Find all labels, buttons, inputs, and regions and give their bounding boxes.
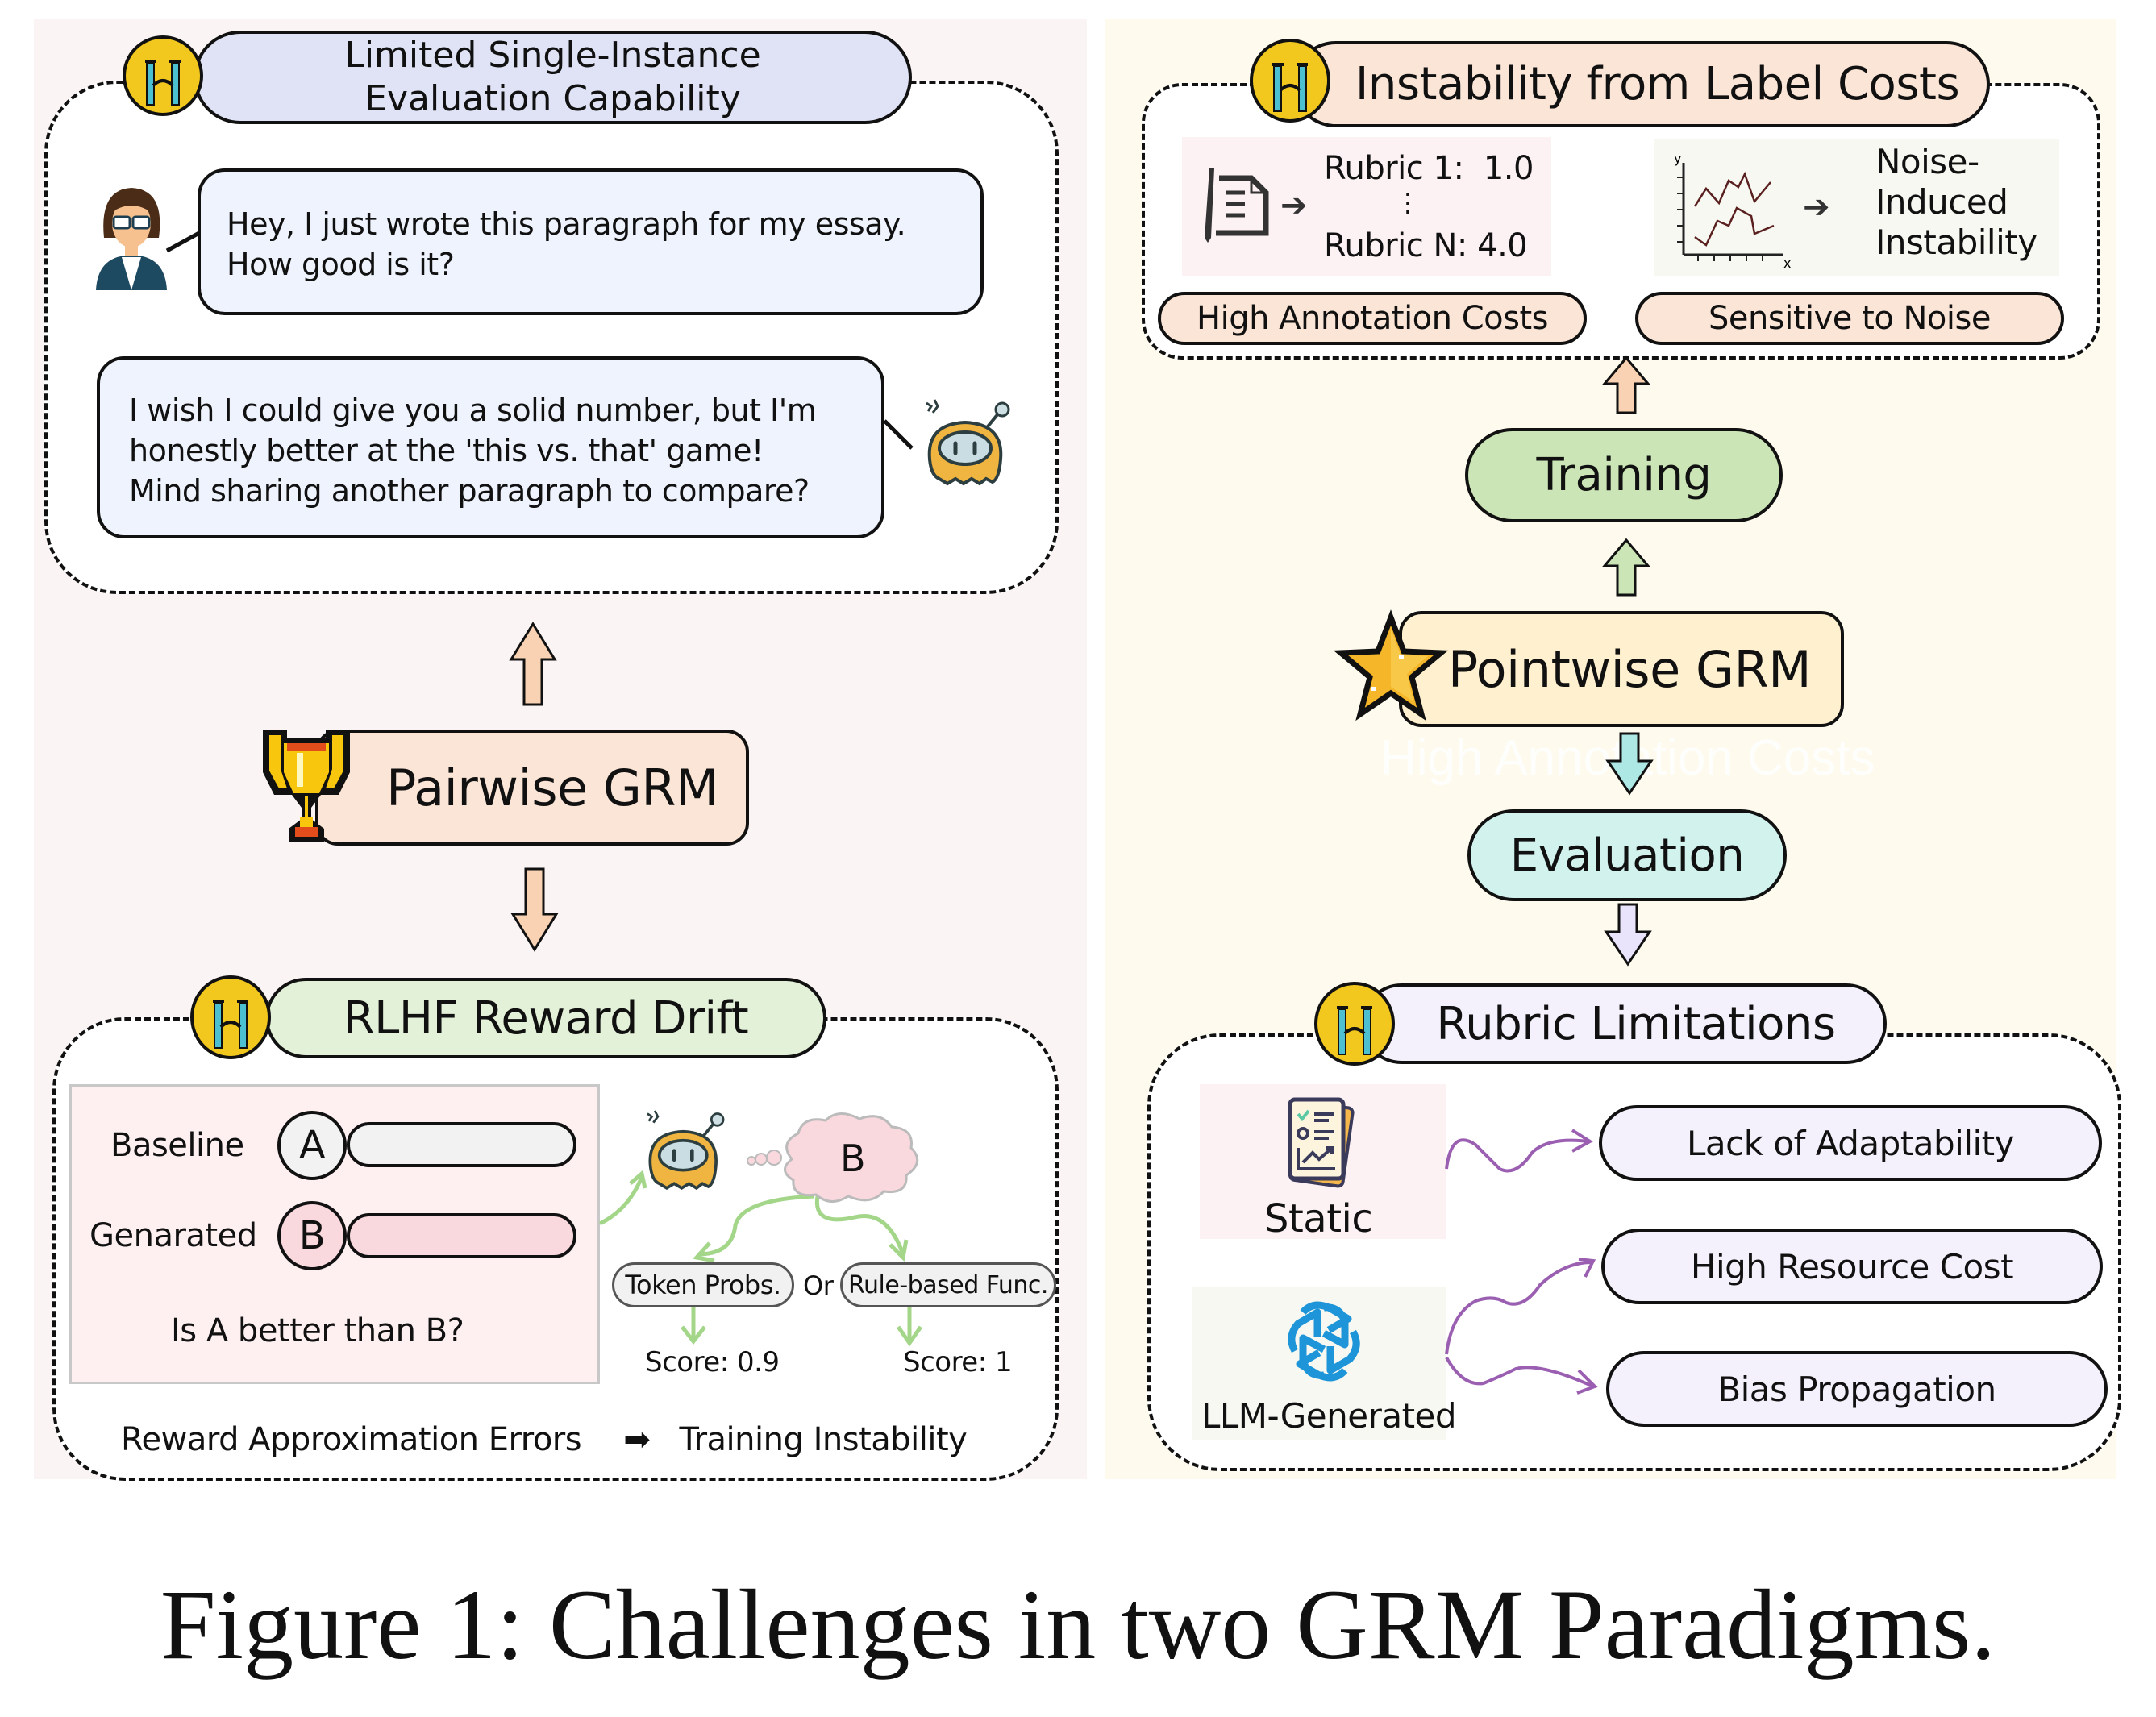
pointwise-grm-box: Pointwise GRM bbox=[1399, 611, 1844, 727]
reward-drift-footer: Reward Approximation Errors ➡ Training I… bbox=[121, 1421, 968, 1458]
noise-line-1: Noise- bbox=[1875, 142, 1979, 181]
generated-letter: B bbox=[298, 1213, 326, 1258]
noise-line-2: Induced bbox=[1875, 182, 2008, 222]
crying-face-icon bbox=[190, 975, 271, 1059]
high-annotation-costs-label: High Annotation Costs bbox=[1197, 300, 1548, 337]
rubric-scores-card bbox=[1182, 137, 1551, 276]
crying-face-icon bbox=[1250, 39, 1330, 123]
down-arrow-lavender-icon bbox=[1604, 903, 1652, 967]
bot-message-line-2: honestly better at the 'this vs. that' g… bbox=[129, 433, 764, 468]
rubric-n-score: Rubric N: 4.0 bbox=[1324, 227, 1528, 264]
document-pen-icon bbox=[1205, 168, 1269, 243]
training-node: Training bbox=[1465, 428, 1783, 522]
bot-message-line-1: I wish I could give you a solid number, … bbox=[129, 393, 817, 428]
score-rule-based: Score: 1 bbox=[903, 1346, 1013, 1378]
reward-drift-title-pill: RLHF Reward Drift bbox=[265, 978, 826, 1058]
checklist-report-icon bbox=[1288, 1097, 1355, 1188]
pairwise-grm-label: Pairwise GRM bbox=[385, 758, 719, 817]
rubric-1-score: Rubric 1: 1.0 bbox=[1324, 150, 1534, 187]
sensitive-to-noise-label: Sensitive to Noise bbox=[1709, 300, 1991, 337]
noise-induced-instability-text: Noise- Induced Instability bbox=[1875, 142, 2037, 263]
high-resource-cost-pill: High Resource Cost bbox=[1601, 1229, 2103, 1304]
title-line-1: Limited Single-Instance bbox=[344, 35, 761, 76]
reward-flow-arrows bbox=[598, 1170, 923, 1347]
evaluation-label: Evaluation bbox=[1509, 829, 1745, 882]
user-avatar-icon bbox=[96, 188, 167, 290]
crying-face-icon bbox=[123, 35, 203, 116]
llm-generated-label: LLM-Generated bbox=[1201, 1396, 1457, 1436]
sensitive-to-noise-tag: Sensitive to Noise bbox=[1635, 292, 2064, 345]
chart-axis-y: y bbox=[1674, 151, 1681, 166]
label-costs-title: Instability from Label Costs bbox=[1355, 58, 1960, 110]
arrow-right-icon: ➔ bbox=[1803, 189, 1830, 226]
lack-of-adaptability-label: Lack of Adaptability bbox=[1687, 1123, 2014, 1163]
evaluation-node: Evaluation bbox=[1467, 809, 1787, 901]
rubric-ellipsis: ⋮ bbox=[1395, 187, 1421, 218]
baseline-bar bbox=[347, 1122, 576, 1167]
up-arrow-green-icon bbox=[1601, 538, 1651, 597]
chart-axis-x: x bbox=[1783, 256, 1791, 271]
baseline-circle: A bbox=[277, 1111, 347, 1180]
bot-message-line-3: Mind sharing another paragraph to compar… bbox=[129, 473, 810, 509]
generated-circle: B bbox=[277, 1201, 347, 1270]
noisy-line-chart-icon: y x bbox=[1674, 151, 1791, 271]
token-probs-label: Token Probs. bbox=[625, 1270, 781, 1300]
down-arrow-teal-icon bbox=[1605, 732, 1654, 796]
score-token-probs: Score: 0.9 bbox=[645, 1346, 780, 1378]
lack-of-adaptability-pill: Lack of Adaptability bbox=[1599, 1105, 2102, 1181]
comparison-question: Is A better than B? bbox=[171, 1312, 464, 1349]
reward-drift-title: RLHF Reward Drift bbox=[343, 992, 749, 1045]
baseline-label: Baseline bbox=[110, 1127, 244, 1164]
bias-propagation-pill: Bias Propagation bbox=[1606, 1351, 2108, 1427]
up-arrow-peach-icon bbox=[509, 622, 557, 706]
title-line-2: Evaluation Capability bbox=[364, 78, 741, 119]
rubric-limitations-title-pill: Rubric Limitations bbox=[1361, 983, 1887, 1064]
star-icon bbox=[1333, 609, 1449, 721]
static-label: Static bbox=[1264, 1196, 1373, 1241]
down-arrow-peach-icon bbox=[510, 867, 559, 952]
pairwise-grm-box: Pairwise GRM bbox=[315, 730, 749, 846]
footer-cause: Reward Approximation Errors bbox=[121, 1421, 582, 1458]
thought-cloud-icon bbox=[747, 1112, 919, 1203]
user-message-line-1: Hey, I just wrote this paragraph for my … bbox=[227, 206, 906, 242]
high-annotation-costs-tag: High Annotation Costs bbox=[1158, 292, 1587, 345]
rubric-issue-arrows bbox=[1445, 1129, 1598, 1395]
openai-logo-icon bbox=[1288, 1301, 1360, 1382]
robot-icon bbox=[647, 1110, 725, 1191]
or-label: Or bbox=[803, 1270, 834, 1301]
thought-letter: B bbox=[840, 1137, 866, 1180]
crying-face-icon bbox=[1314, 982, 1395, 1066]
footer-arrow-icon: ➡ bbox=[623, 1421, 651, 1458]
noise-line-3: Instability bbox=[1875, 222, 2037, 262]
single-instance-title-pill: Limited Single-Instance Evaluation Capab… bbox=[194, 31, 912, 124]
figure-caption: Figure 1: Challenges in two GRM Paradigm… bbox=[160, 1569, 1996, 1680]
bot-bubble-tail bbox=[883, 419, 914, 450]
generated-label: Genarated bbox=[89, 1217, 257, 1254]
user-message-bubble: Hey, I just wrote this paragraph for my … bbox=[198, 168, 984, 315]
noise-chart-card bbox=[1654, 139, 2059, 276]
user-bubble-tail bbox=[165, 231, 201, 253]
rubric-limitations-title: Rubric Limitations bbox=[1436, 997, 1836, 1050]
robot-icon bbox=[926, 399, 1010, 486]
generated-bar bbox=[347, 1213, 576, 1258]
bot-message-bubble: I wish I could give you a solid number, … bbox=[97, 356, 884, 538]
training-label: Training bbox=[1536, 449, 1712, 501]
token-probs-pill: Token Probs. bbox=[612, 1262, 794, 1307]
user-message-line-2: How good is it? bbox=[227, 247, 455, 282]
high-resource-cost-label: High Resource Cost bbox=[1690, 1246, 2014, 1287]
pointwise-grm-label: Pointwise GRM bbox=[1447, 639, 1812, 699]
bias-propagation-label: Bias Propagation bbox=[1717, 1369, 1996, 1409]
baseline-letter: A bbox=[298, 1123, 326, 1168]
footer-effect: Training Instability bbox=[679, 1421, 968, 1458]
arrow-right-icon: ➔ bbox=[1280, 187, 1308, 224]
trophy-icon bbox=[263, 730, 350, 842]
rule-based-func-pill: Rule-based Func. bbox=[840, 1262, 1056, 1307]
up-arrow-peach-icon bbox=[1601, 355, 1651, 414]
label-costs-title-pill: Instability from Label Costs bbox=[1292, 41, 1990, 127]
rule-based-func-label: Rule-based Func. bbox=[848, 1270, 1048, 1299]
